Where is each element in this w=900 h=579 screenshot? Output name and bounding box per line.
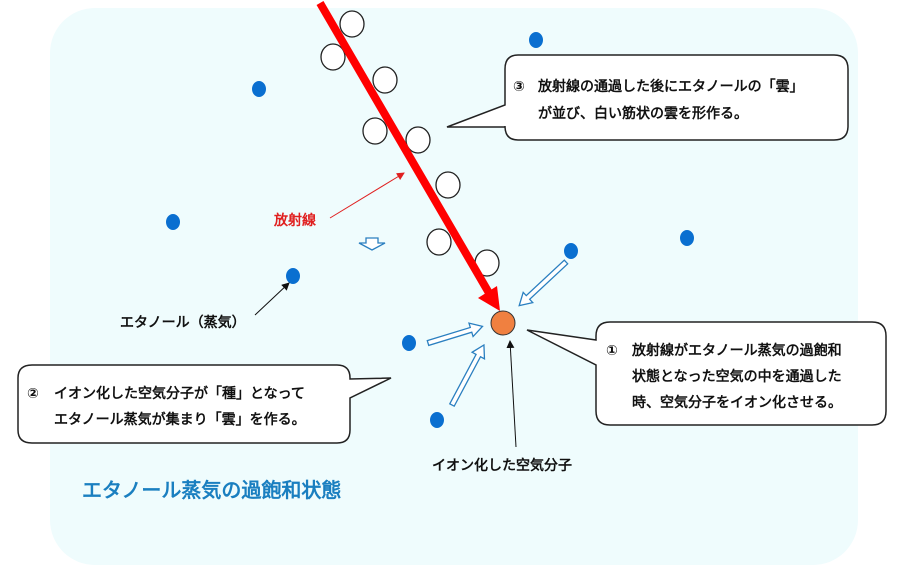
droplet: [426, 228, 452, 256]
ion-pointer: [506, 340, 517, 448]
ethanol-pointer: [254, 282, 290, 316]
step2-number: ②: [27, 386, 39, 402]
step3-line: 放射線の通過した後にエタノールの「雲」: [537, 78, 804, 95]
droplet: [339, 10, 365, 38]
droplet: [320, 43, 346, 71]
converge-arrow-icon: [448, 343, 486, 408]
radiation-pointer: [329, 172, 405, 219]
ionized-molecule-label: イオン化した空気分子: [432, 457, 572, 474]
ethanol-molecules: [166, 32, 694, 428]
ethanol-molecule: [166, 214, 180, 230]
cloud-droplets: [320, 10, 500, 277]
ethanol-vapor-label: エタノール（蒸気）: [120, 314, 246, 331]
ethanol-molecule: [402, 335, 416, 351]
ethanol-molecule: [680, 230, 694, 246]
step1-line: 状態となった空気の中を通過した: [632, 368, 842, 385]
converge-arrow-icon: [426, 322, 484, 347]
ethanol-molecule: [564, 243, 578, 259]
callout-step3: ③ 放射線の通過した後にエタノールの「雲」 が並び、白い筋状の雲を形作る。: [446, 54, 849, 141]
ethanol-molecule: [529, 32, 543, 48]
radiation-label: 放射線: [273, 212, 316, 229]
step2-line: エタノール蒸気が集まり「雲」を作る。: [54, 411, 306, 428]
droplet: [435, 171, 461, 199]
radiation-track: [316, 0, 500, 311]
step3-line: が並び、白い筋状の雲を形作る。: [538, 105, 748, 122]
diagram-title: エタノール蒸気の過飽和状態: [82, 478, 341, 502]
droplet: [405, 126, 431, 154]
down-arrow-icon: [358, 237, 386, 251]
converge-arrow-icon: [518, 259, 569, 307]
step1-line: 時、空気分子をイオン化させる。: [632, 394, 842, 411]
step1-number: ①: [606, 343, 618, 359]
ethanol-molecule: [252, 81, 266, 97]
step1-line: 放射線がエタノール蒸気の過飽和: [631, 342, 842, 359]
ethanol-molecule: [286, 268, 300, 284]
ionized-air-molecule: [490, 310, 516, 336]
callout-step1: ① 放射線がエタノール蒸気の過飽和 状態となった空気の中を通過した 時、空気分子…: [526, 321, 887, 426]
droplet: [362, 117, 388, 145]
callout-step2: ② イオン化した空気分子が「種」となって エタノール蒸気が集まり「雲」を作る。: [17, 364, 392, 444]
droplet: [372, 66, 398, 94]
ethanol-molecule: [430, 412, 444, 428]
hollow-arrows: [358, 237, 569, 408]
step3-number: ③: [513, 79, 525, 95]
step2-line: イオン化した空気分子が「種」となって: [54, 385, 305, 402]
